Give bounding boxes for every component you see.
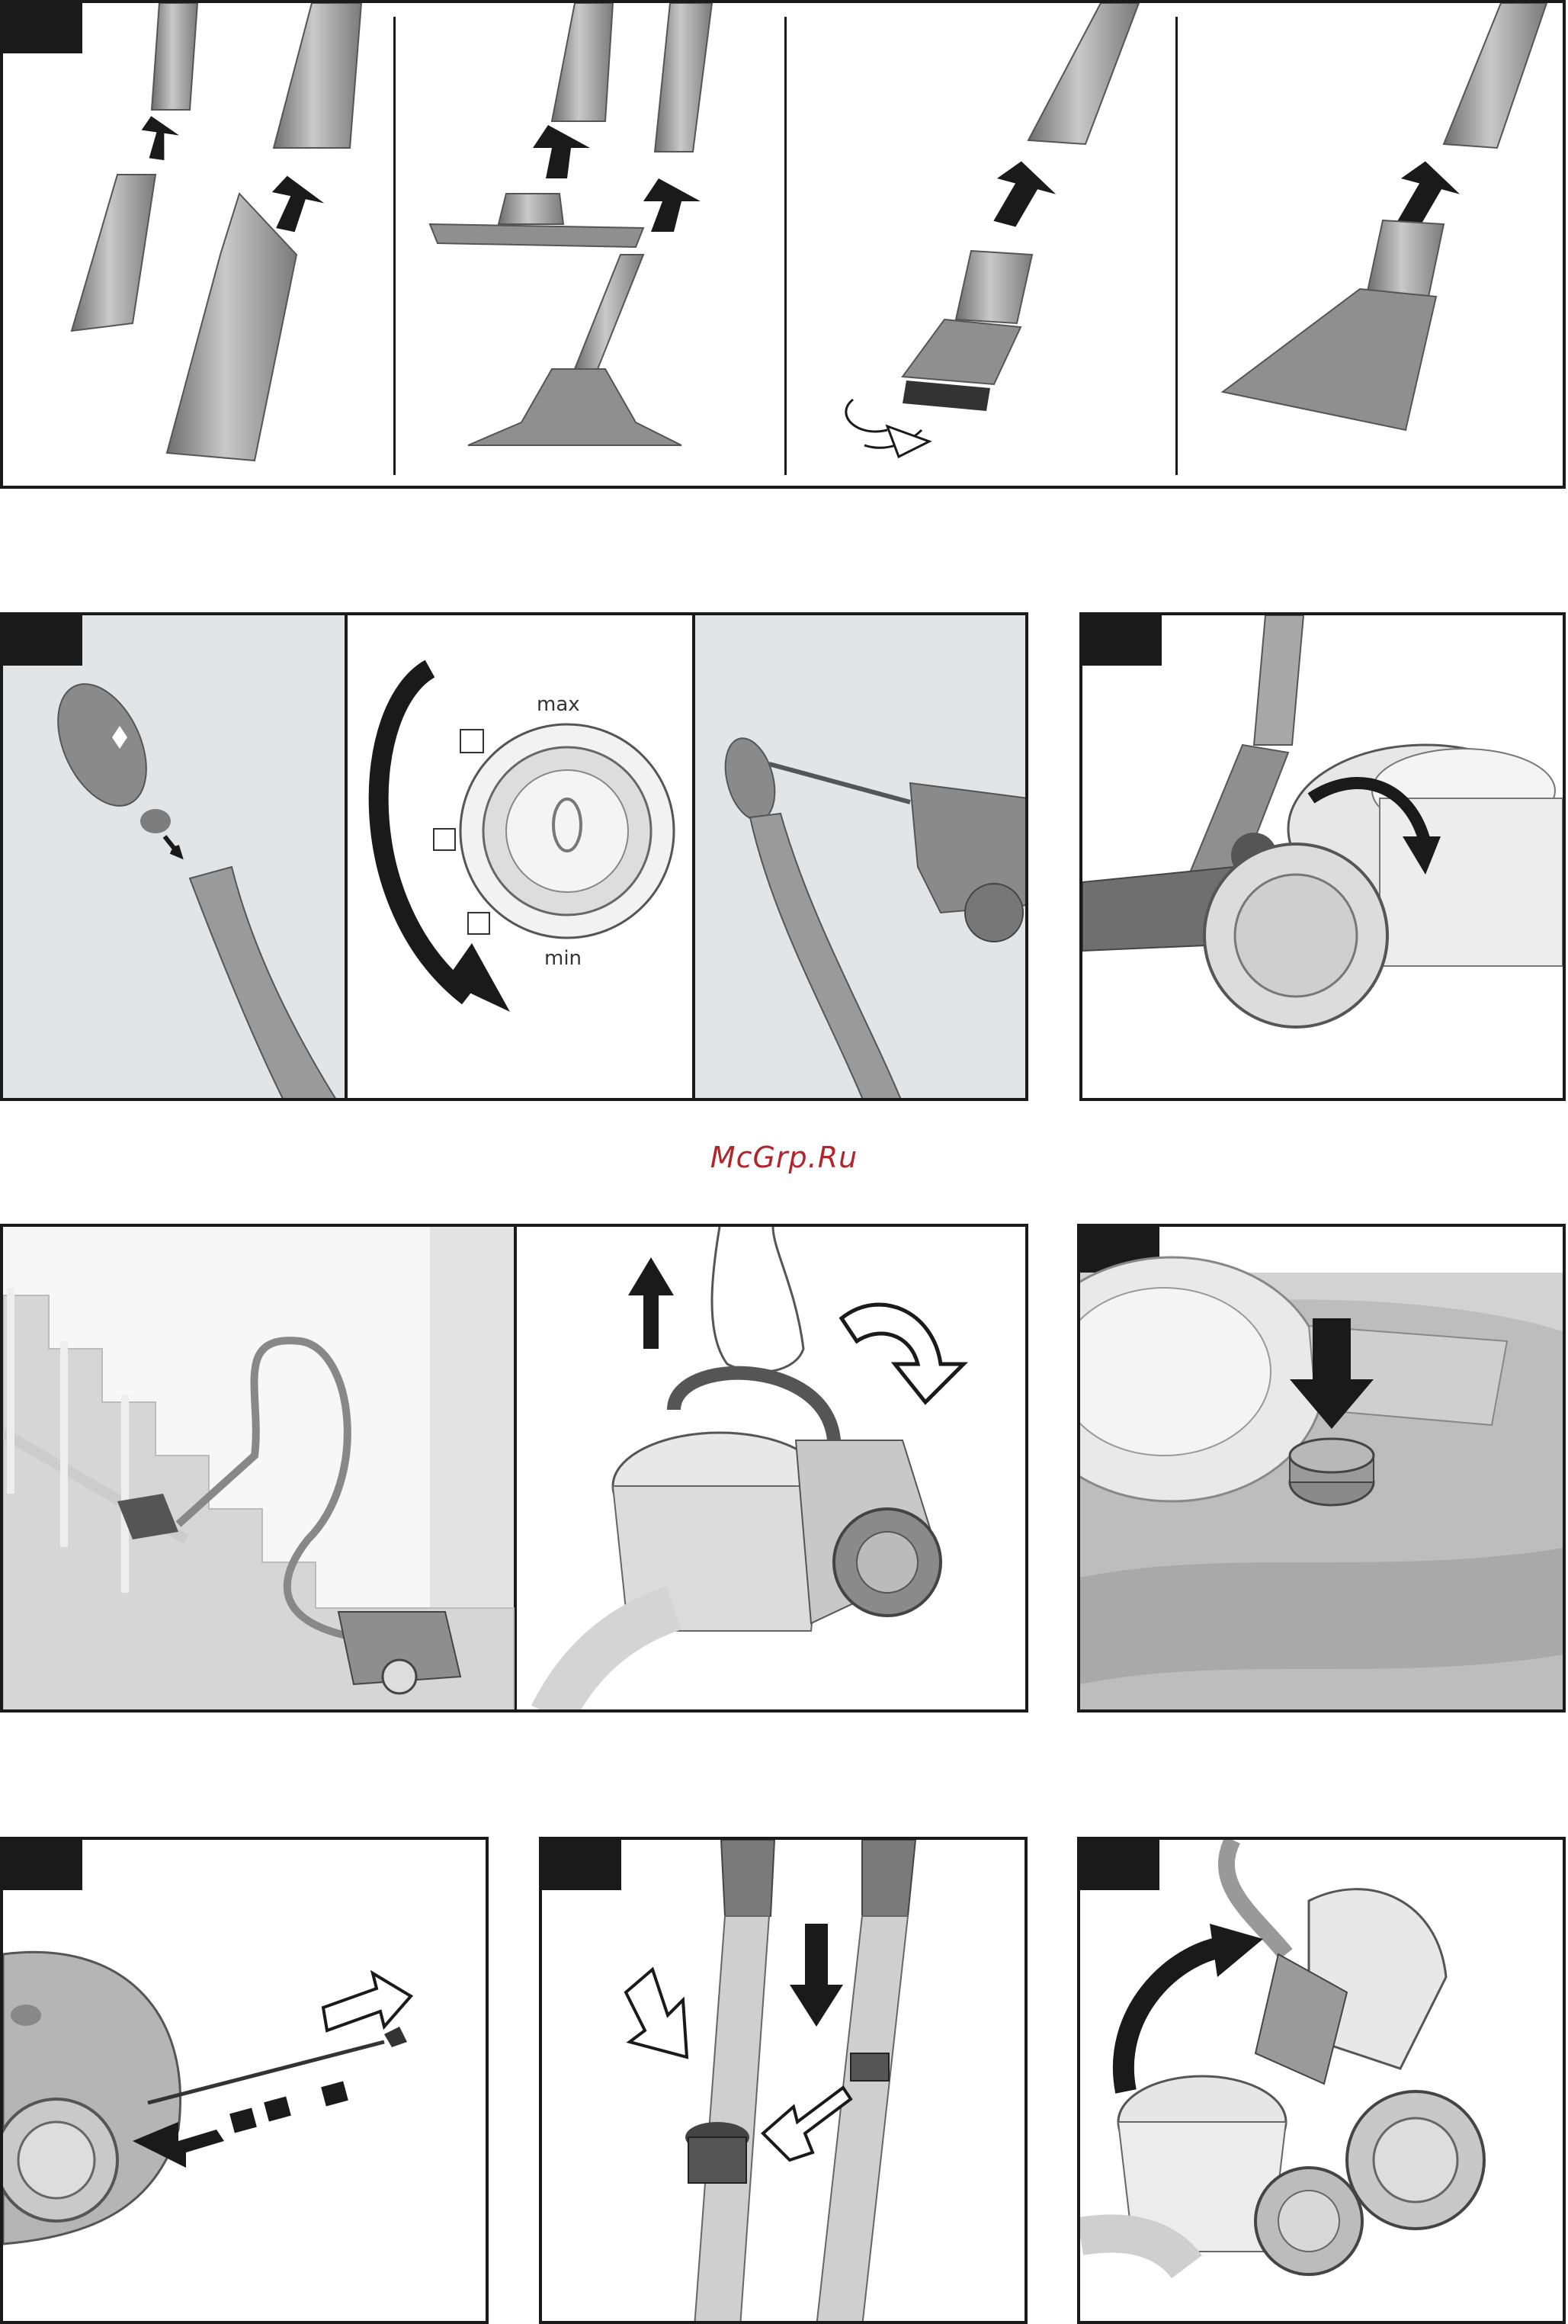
parking-illustration bbox=[1082, 615, 1566, 1101]
figure-attachments bbox=[0, 0, 1566, 489]
cord-rewind-illustration bbox=[1080, 1227, 1566, 1713]
figure-power-control: max min bbox=[0, 612, 1028, 1101]
figure-cord-pull bbox=[0, 1837, 489, 2324]
figure-parking bbox=[1079, 612, 1566, 1101]
figure-cord-rewind bbox=[1077, 1224, 1566, 1713]
tube-adjust-illustration bbox=[542, 1840, 1028, 2324]
carpet-icon bbox=[460, 730, 483, 753]
dial-max-label: max bbox=[537, 693, 580, 716]
figure-tube-adjust bbox=[539, 1837, 1028, 2324]
stairs-carry-illustration bbox=[3, 1227, 1028, 1713]
watermark: McGrp.Ru bbox=[0, 1141, 1568, 1174]
upholstery-icon bbox=[468, 913, 489, 934]
storage-illustration bbox=[1080, 1840, 1566, 2324]
hard-floor-icon bbox=[434, 829, 455, 850]
attachments-illustration bbox=[3, 3, 1566, 489]
power-control-illustration: max min bbox=[3, 615, 1028, 1101]
figure-storage bbox=[1077, 1837, 1566, 2324]
cord-pull-illustration bbox=[3, 1840, 489, 2324]
figure-stairs-carry bbox=[0, 1224, 1028, 1713]
dial-min-label: min bbox=[544, 947, 582, 970]
